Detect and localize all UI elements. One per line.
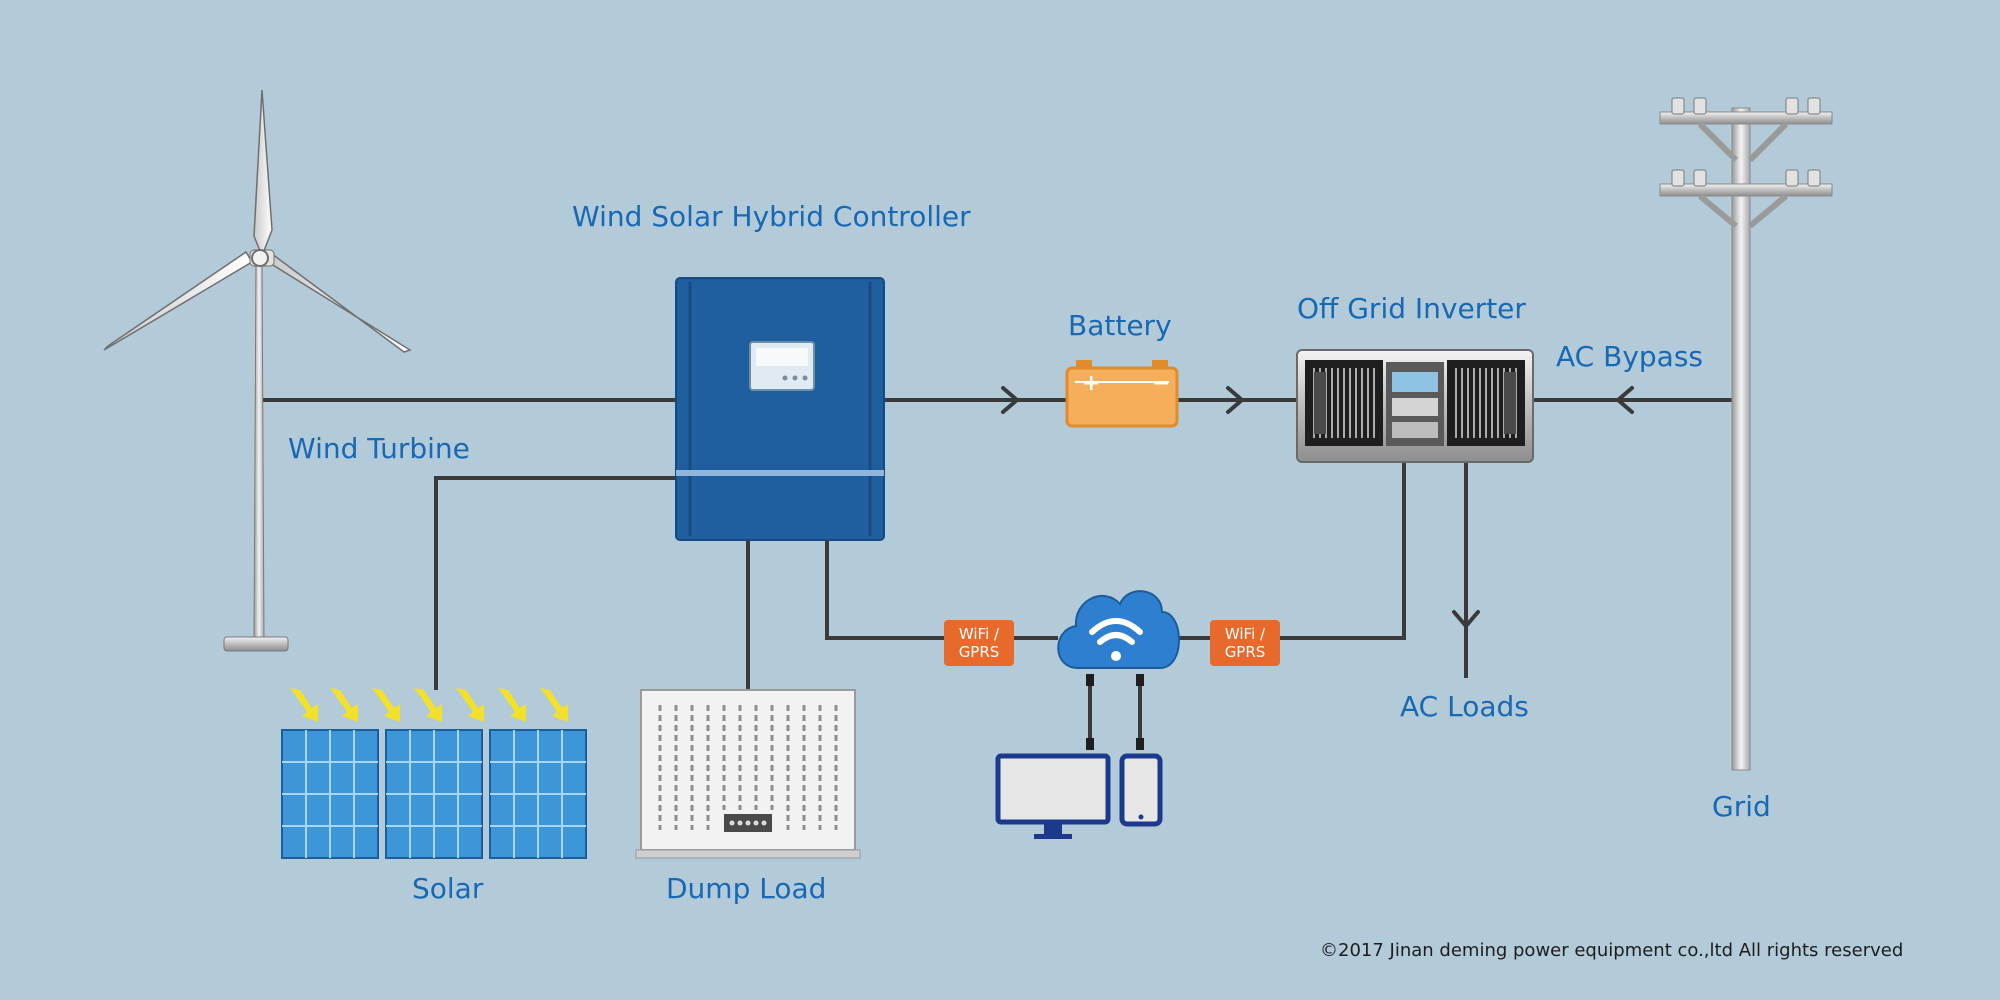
smartphone-icon [1119,753,1163,827]
wire-cloud-inverter [1145,462,1406,640]
arrow-to-battery-icon [1001,386,1021,414]
svg-text:−: − [1152,371,1170,396]
wifi-gprs-badge-left: WiFi / GPRS [944,620,1014,666]
inverter-icon [1296,349,1534,463]
arrow-from-grid-icon [1614,386,1634,414]
utility-pole-icon [1659,97,1833,771]
svg-text:+: + [1082,371,1100,396]
wind-turbine-icon [103,89,412,652]
computer-monitor-icon [995,753,1111,839]
wind-turbine-label: Wind Turbine [288,432,470,465]
ac-loads-label: AC Loads [1400,690,1529,723]
arrow-to-inverter-icon [1226,386,1246,414]
controller-cabinet-icon [675,277,885,541]
wire-controller-cloud [825,540,1058,640]
battery-label: Battery [1068,309,1172,342]
grid-label: Grid [1712,790,1771,823]
ac-bypass-label: AC Bypass [1556,340,1703,373]
controller-label: Wind Solar Hybrid Controller [572,200,971,233]
wifi-gprs-badge-right: WiFi / GPRS [1210,620,1280,666]
battery-icon: + − [1065,360,1179,428]
dump-load-label: Dump Load [666,872,827,905]
wifi-cloud-icon [1057,590,1180,750]
solar-panels-icon [281,688,587,859]
connection-lines [262,398,1734,750]
copyright-notice: ©2017 Jinan deming power equipment co.,l… [1320,940,1904,961]
wire-solar-controller [434,476,676,690]
solar-label: Solar [412,872,484,905]
inverter-label: Off Grid Inverter [1297,292,1526,325]
arrow-to-acloads-icon [1452,610,1480,630]
dump-load-icon [635,689,861,859]
